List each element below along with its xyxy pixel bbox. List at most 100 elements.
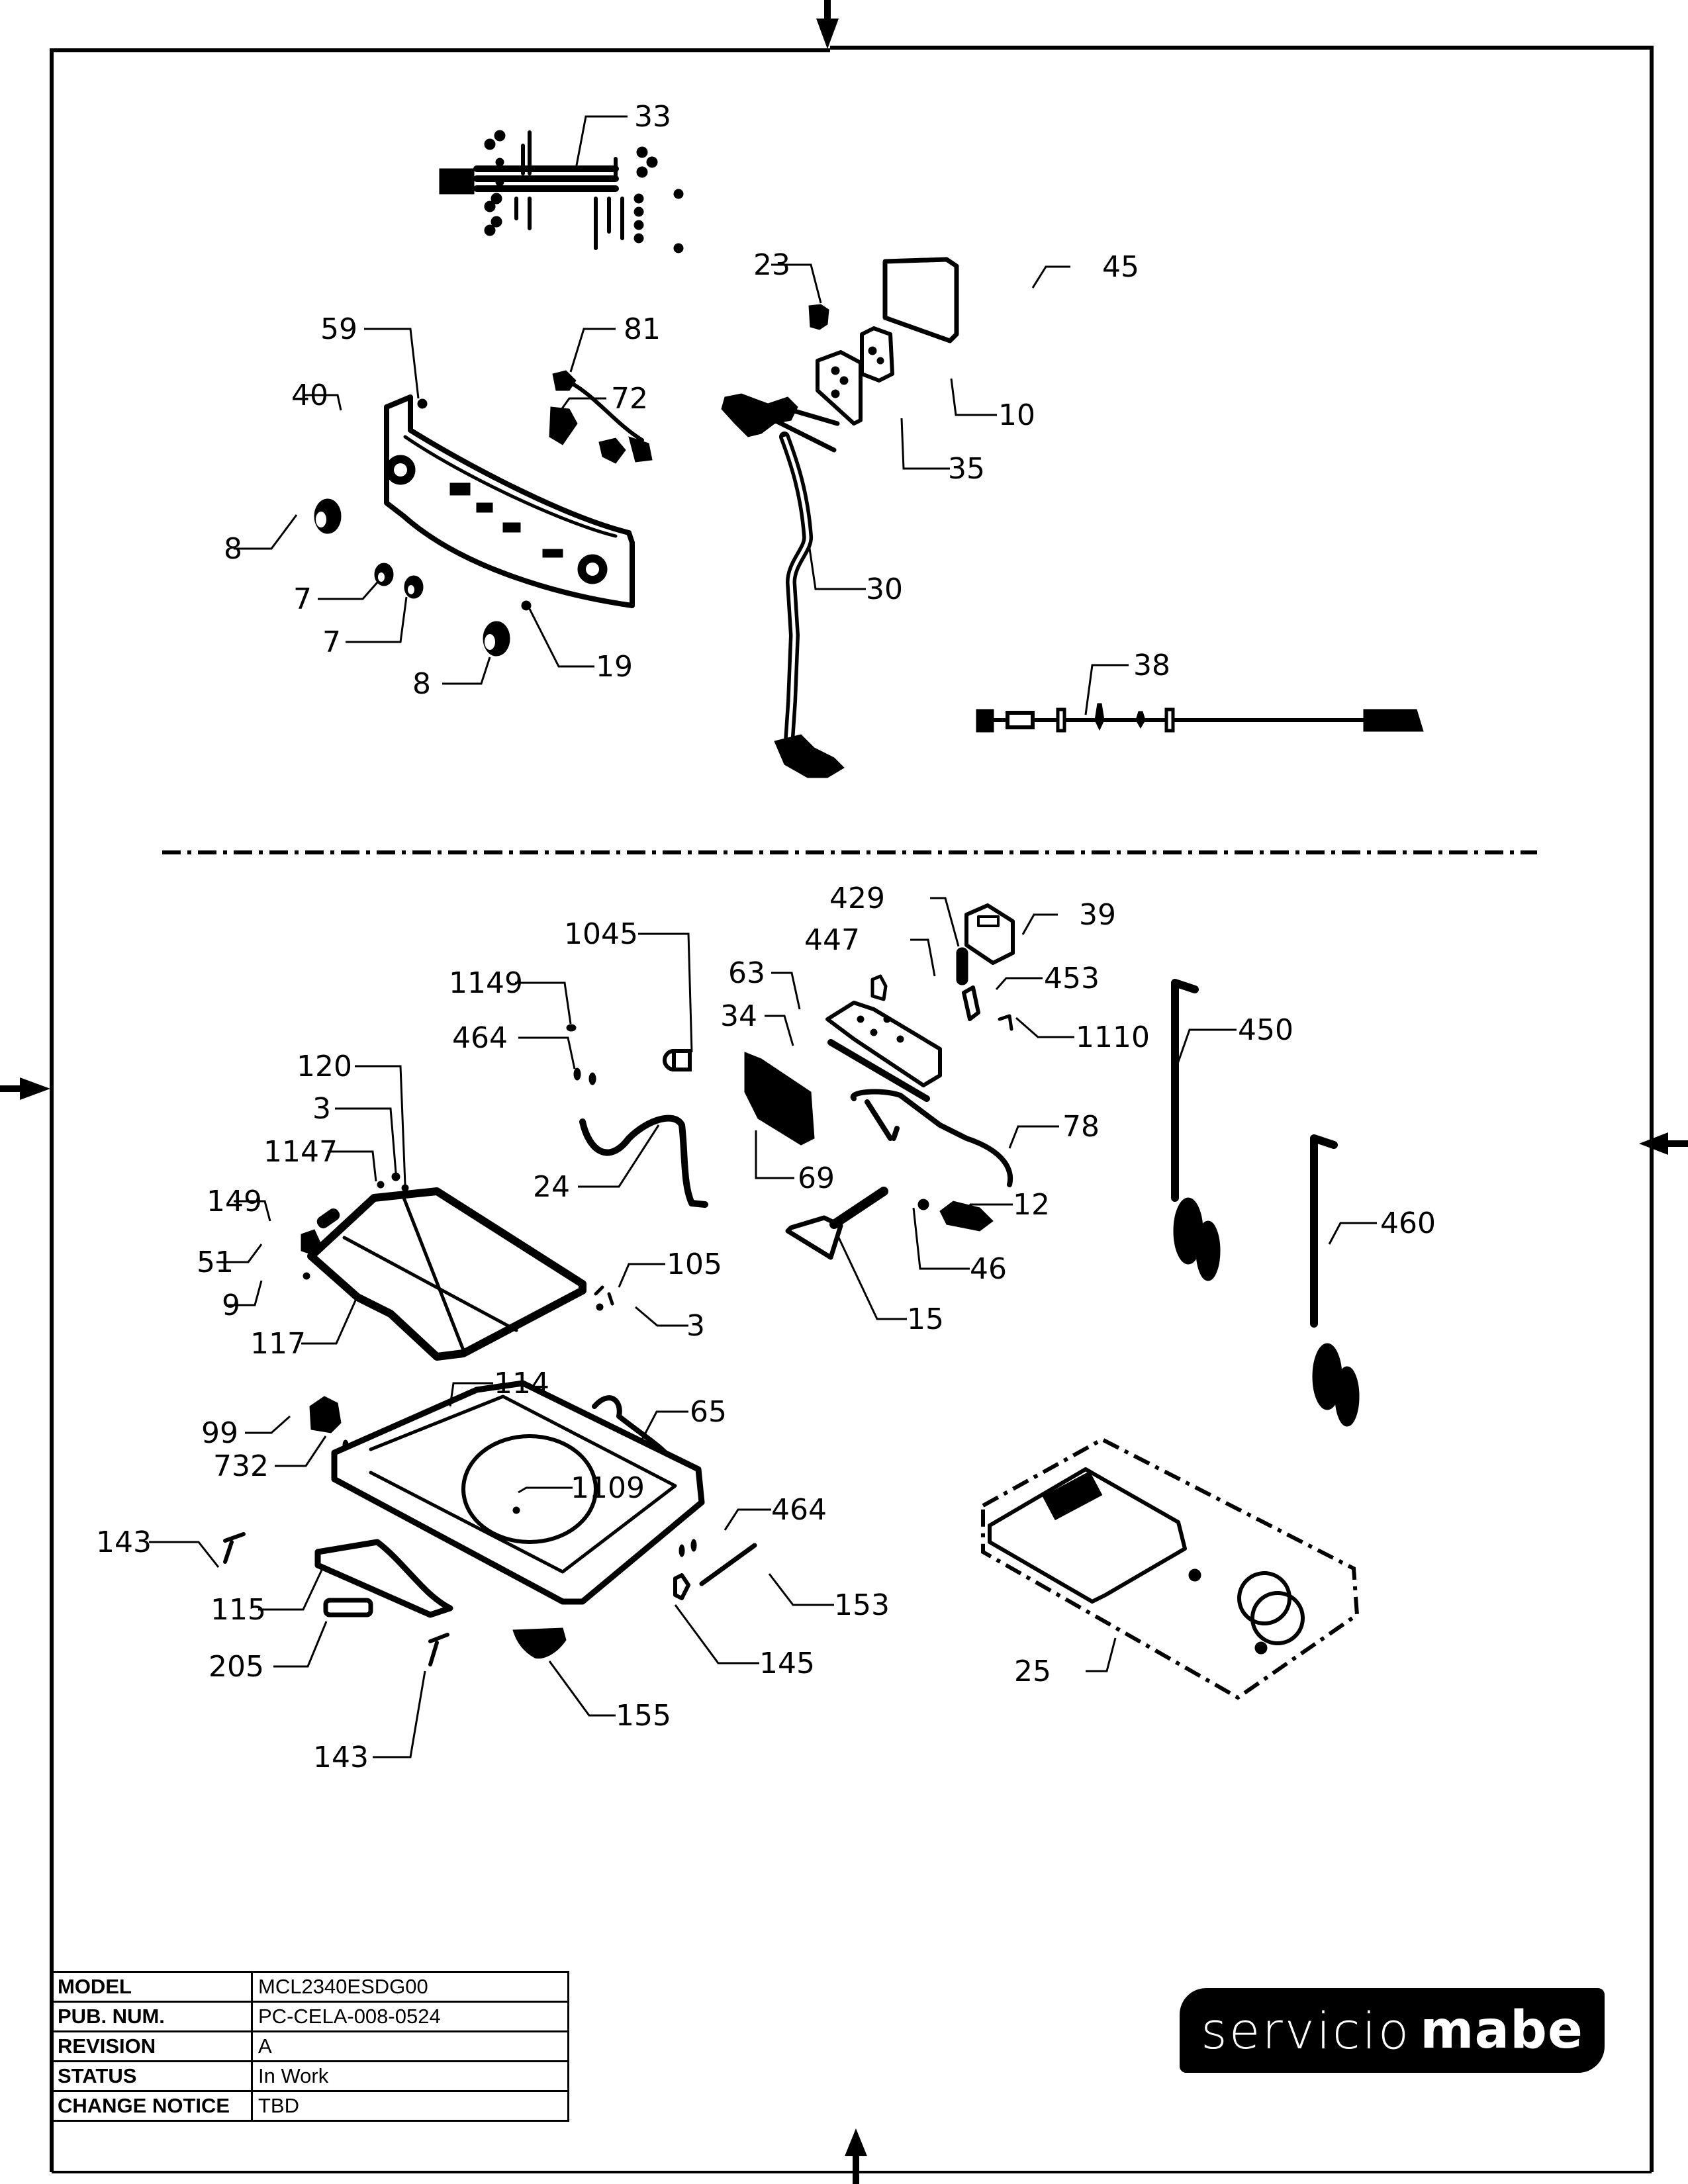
callout-7[interactable]: 7 — [293, 582, 312, 616]
callout-30[interactable]: 30 — [866, 572, 903, 606]
callout-115[interactable]: 115 — [211, 1593, 266, 1627]
part-38-harness[interactable] — [976, 703, 1424, 733]
callout-99[interactable]: 99 — [201, 1416, 238, 1450]
part-115[interactable] — [314, 1539, 453, 1618]
callout-429[interactable]: 429 — [829, 882, 885, 915]
callout-19[interactable]: 19 — [596, 650, 633, 684]
part-149[interactable] — [315, 1206, 342, 1230]
part-429[interactable] — [956, 947, 968, 985]
callout-39[interactable]: 39 — [1079, 898, 1116, 932]
callout-33[interactable]: 33 — [634, 100, 671, 134]
part-732[interactable] — [342, 1439, 349, 1450]
part-8-knob[interactable] — [314, 498, 342, 534]
callout-117[interactable]: 117 — [250, 1327, 306, 1361]
part-3-screw[interactable] — [391, 1172, 400, 1181]
part-205[interactable] — [323, 1598, 373, 1617]
part-1110[interactable] — [998, 1014, 1013, 1031]
callout-63[interactable]: 63 — [728, 956, 765, 990]
part-464[interactable] — [588, 1072, 596, 1085]
part-33-wire-harness[interactable] — [439, 130, 684, 253]
part-35-board[interactable] — [816, 350, 863, 426]
callout-38[interactable]: 38 — [1133, 649, 1170, 682]
callout-155[interactable]: 155 — [616, 1699, 671, 1733]
callout-23[interactable]: 23 — [753, 248, 790, 282]
callout-24[interactable]: 24 — [533, 1170, 570, 1204]
part-8-knob[interactable] — [483, 621, 510, 657]
callout-15[interactable]: 15 — [907, 1302, 944, 1336]
callout-447[interactable]: 447 — [804, 923, 860, 957]
part-7-knob[interactable] — [404, 575, 424, 599]
callout-453[interactable]: 453 — [1044, 962, 1100, 995]
callout-120[interactable]: 120 — [297, 1050, 352, 1083]
callout-464[interactable]: 464 — [452, 1021, 508, 1055]
part-12[interactable] — [939, 1201, 994, 1232]
part-10[interactable] — [860, 326, 894, 383]
part-51[interactable] — [301, 1229, 322, 1255]
part-40-control-panel[interactable] — [384, 394, 635, 608]
part-120[interactable] — [401, 1184, 409, 1192]
callout-143[interactable]: 143 — [96, 1525, 152, 1559]
part-7-knob[interactable] — [374, 563, 394, 586]
part-81-72-harness[interactable] — [549, 370, 653, 464]
part-117-lid[interactable] — [307, 1187, 586, 1361]
callout-450[interactable]: 450 — [1238, 1013, 1293, 1047]
callout-114[interactable]: 114 — [494, 1367, 549, 1400]
part-63-bracket[interactable] — [825, 1001, 942, 1102]
part-1147[interactable] — [377, 1181, 385, 1189]
part-145[interactable] — [673, 1573, 690, 1600]
callout-1045[interactable]: 1045 — [564, 917, 638, 951]
callout-78[interactable]: 78 — [1062, 1110, 1100, 1144]
callout-1110[interactable]: 1110 — [1076, 1021, 1150, 1054]
callout-149[interactable]: 149 — [207, 1185, 262, 1218]
part-464[interactable] — [573, 1068, 581, 1081]
callout-8[interactable]: 8 — [224, 532, 242, 566]
callout-3[interactable]: 3 — [312, 1092, 331, 1126]
callout-145[interactable]: 145 — [759, 1647, 815, 1680]
callout-35[interactable]: 35 — [948, 452, 985, 486]
part-464[interactable] — [690, 1539, 697, 1552]
part-1045[interactable] — [663, 1049, 692, 1071]
part-460-suspension-rod[interactable] — [1310, 1134, 1360, 1427]
callout-51[interactable]: 51 — [197, 1246, 234, 1279]
part-155[interactable] — [512, 1627, 567, 1659]
part-450-suspension-rod[interactable] — [1171, 979, 1221, 1281]
callout-81[interactable]: 81 — [624, 312, 661, 346]
callout-34[interactable]: 34 — [720, 999, 757, 1033]
callout-25[interactable]: 25 — [1014, 1655, 1051, 1688]
part-39-housing[interactable] — [964, 903, 1015, 965]
part-9[interactable] — [303, 1272, 310, 1280]
part-46[interactable] — [917, 1199, 929, 1210]
part-1149[interactable] — [566, 1024, 577, 1032]
callout-9[interactable]: 9 — [222, 1289, 240, 1322]
callout-69[interactable]: 69 — [798, 1161, 835, 1195]
callout-460[interactable]: 460 — [1380, 1206, 1436, 1240]
callout-153[interactable]: 153 — [834, 1588, 890, 1622]
callout-1109[interactable]: 1109 — [571, 1471, 645, 1505]
callout-45[interactable]: 45 — [1102, 250, 1139, 284]
part-15-lever[interactable] — [785, 1187, 888, 1260]
callout-59[interactable]: 59 — [320, 312, 357, 346]
callout-1147[interactable]: 1147 — [263, 1135, 338, 1169]
callout-40[interactable]: 40 — [291, 379, 328, 412]
callout-105[interactable]: 105 — [667, 1248, 722, 1281]
part-45-cover[interactable] — [882, 257, 959, 343]
callout-143[interactable]: 143 — [313, 1741, 369, 1774]
callout-205[interactable]: 205 — [209, 1650, 264, 1684]
part-105[interactable] — [594, 1285, 614, 1306]
part-153-rod[interactable] — [699, 1543, 757, 1586]
part-25-kit[interactable] — [981, 1437, 1360, 1700]
part-99[interactable] — [309, 1396, 342, 1433]
callout-732[interactable]: 732 — [213, 1449, 269, 1483]
callout-72[interactable]: 72 — [611, 382, 648, 416]
part-59[interactable] — [417, 398, 428, 409]
part-65-hose[interactable] — [592, 1395, 668, 1455]
callout-12[interactable]: 12 — [1013, 1188, 1050, 1222]
part-453[interactable] — [962, 985, 980, 1021]
callout-46[interactable]: 46 — [970, 1252, 1007, 1286]
callout-1149[interactable]: 1149 — [449, 966, 523, 1000]
part-464[interactable] — [679, 1544, 685, 1557]
part-3-screw[interactable] — [596, 1303, 604, 1311]
callout-65[interactable]: 65 — [690, 1395, 727, 1429]
part-23[interactable] — [808, 304, 829, 330]
part-78-harness[interactable] — [850, 1089, 1013, 1187]
